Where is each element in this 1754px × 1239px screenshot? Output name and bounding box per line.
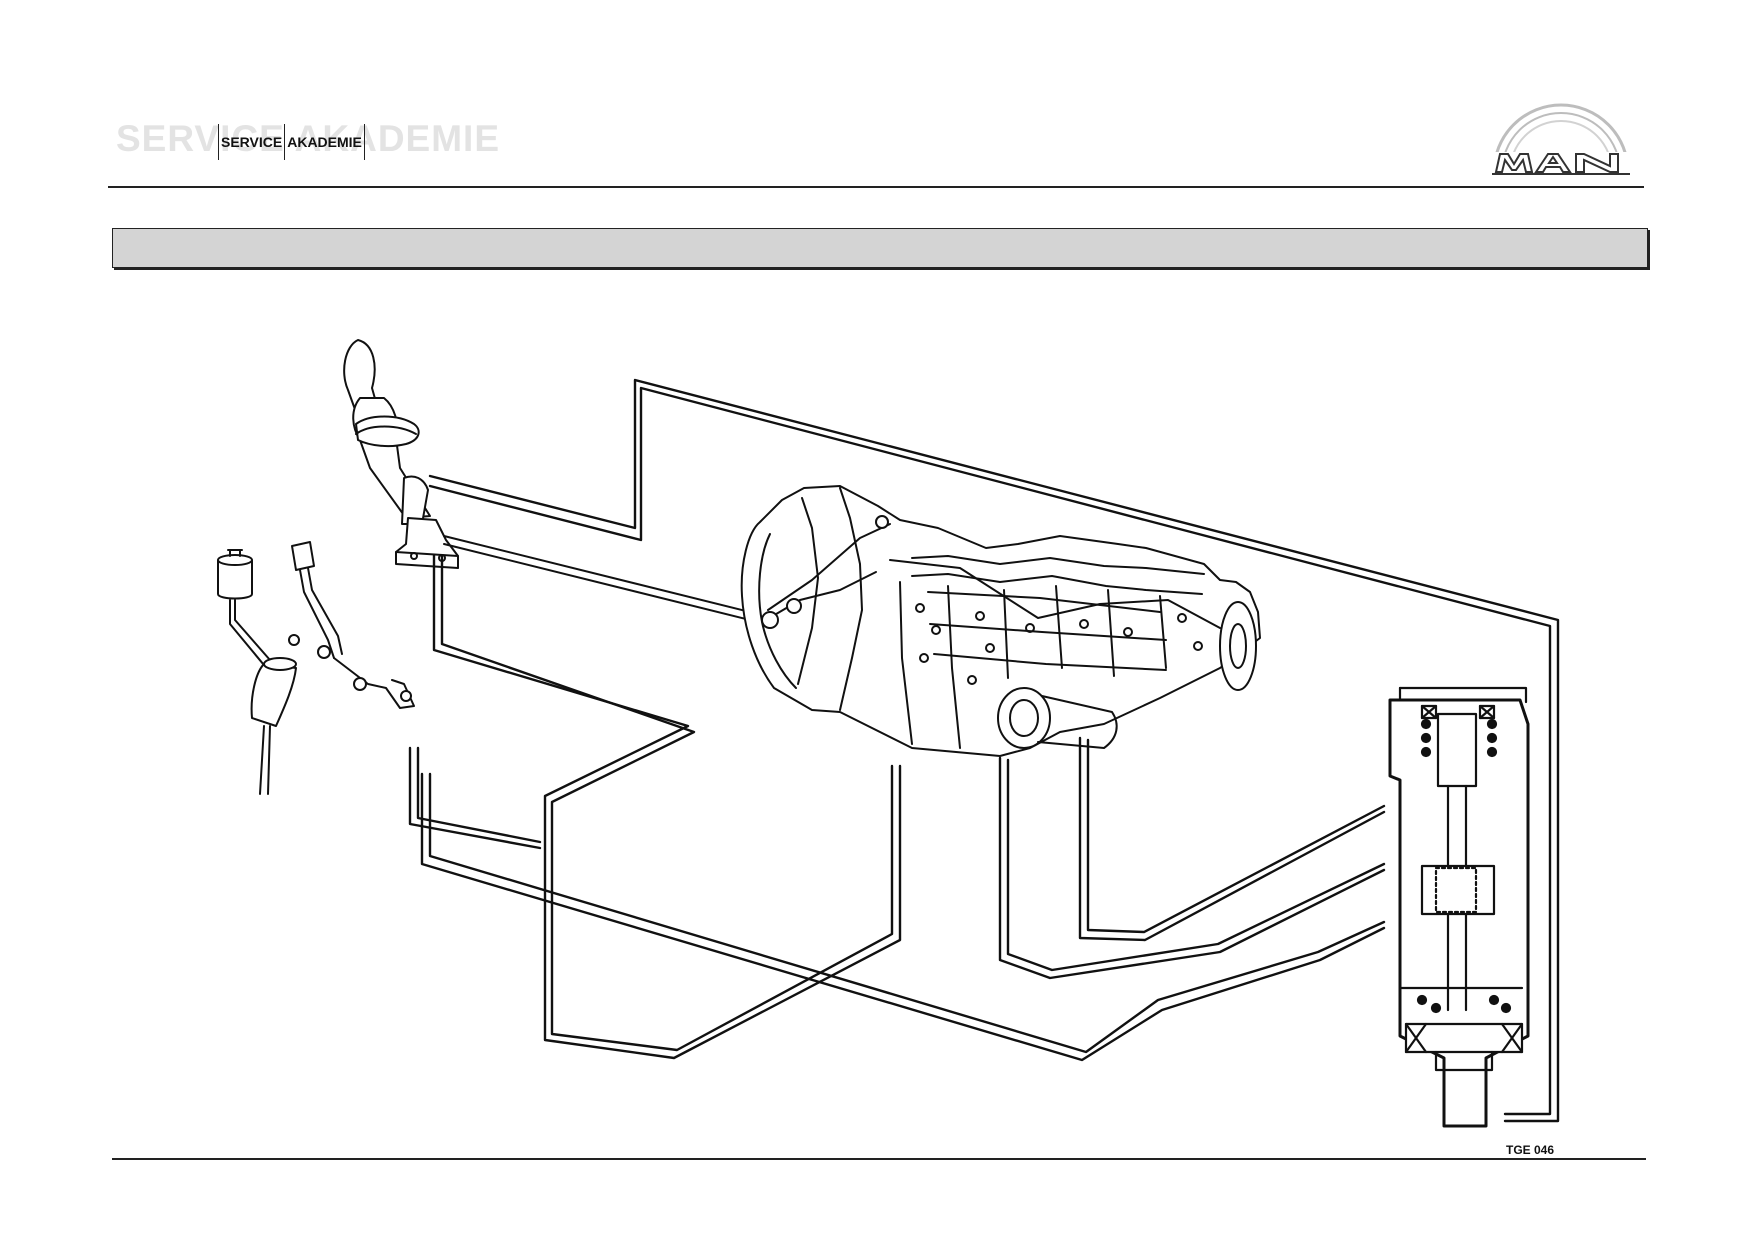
figure-code: TGE 046	[1506, 1143, 1555, 1157]
clutch-pedal	[288, 541, 343, 659]
master-cylinder	[250, 657, 415, 795]
title-bar	[112, 228, 1648, 268]
gearbox	[740, 485, 1261, 757]
gear-lever	[343, 339, 459, 569]
fluid-reservoir	[217, 549, 285, 683]
brand-ghost-text: SERVICE AKADEMIE	[116, 118, 501, 159]
brand-service-label: SERVICE	[218, 124, 286, 160]
air-lines	[408, 378, 1560, 1123]
header-rule	[108, 186, 1644, 188]
brand-label: SERVICE AKADEMIE	[218, 124, 365, 160]
pneumatic-shift-diagram: TGE 046	[200, 328, 1590, 1157]
man-logo-icon	[1488, 96, 1634, 183]
brand-akademie-label: AKADEMIE	[285, 124, 365, 160]
footer-rule	[112, 1158, 1646, 1160]
shift-rod	[443, 535, 767, 625]
clutch-servo-valve	[1388, 686, 1530, 1128]
